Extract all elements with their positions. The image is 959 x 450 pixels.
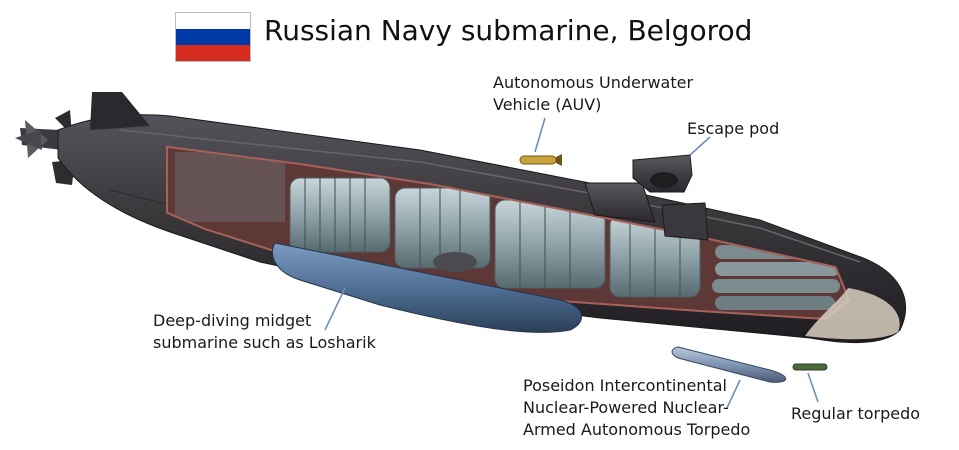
tail-propeller bbox=[15, 110, 75, 185]
escape-pod-leader bbox=[689, 136, 711, 156]
bow-cap bbox=[805, 288, 900, 340]
auv-label-line2: Vehicle (AUV) bbox=[493, 95, 602, 114]
auv-label-line1: Autonomous Underwater bbox=[493, 73, 694, 92]
diagram-title: Russian Navy submarine, Belgorod bbox=[264, 14, 753, 47]
midget-submarine bbox=[271, 242, 582, 333]
auv-vehicle bbox=[519, 154, 562, 166]
torpedo-leader bbox=[807, 372, 819, 403]
conning-tower bbox=[584, 182, 709, 241]
flag-stripe-white bbox=[176, 13, 250, 29]
poseidon-label-line2: Nuclear-Powered Nuclear- bbox=[523, 398, 729, 417]
midget-submarine-label: Deep-diving midget submarine such as Los… bbox=[153, 310, 376, 354]
auv-leader bbox=[534, 117, 546, 153]
poseidon-torpedo bbox=[671, 346, 787, 383]
poseidon-label: Poseidon Intercontinental Nuclear-Powere… bbox=[523, 375, 750, 441]
auv-label: Autonomous Underwater Vehicle (AUV) bbox=[493, 72, 693, 116]
tail-fin bbox=[90, 92, 150, 130]
poseidon-leader bbox=[726, 379, 741, 409]
escape-pod-label: Escape pod bbox=[687, 119, 780, 138]
escape-pod bbox=[632, 154, 693, 193]
midget-label-line2: submarine such as Losharik bbox=[153, 333, 376, 352]
midget-label-line1: Deep-diving midget bbox=[153, 311, 312, 330]
regular-torpedo bbox=[792, 363, 828, 371]
regular-torpedo-label: Regular torpedo bbox=[791, 404, 921, 423]
poseidon-label-line3: Armed Autonomous Torpedo bbox=[523, 420, 751, 439]
russian-flag bbox=[175, 12, 251, 62]
flag-stripe-blue bbox=[176, 28, 250, 45]
poseidon-label-line1: Poseidon Intercontinental bbox=[523, 376, 727, 395]
midget-leader bbox=[324, 287, 346, 331]
flag-stripe-red bbox=[176, 44, 250, 61]
